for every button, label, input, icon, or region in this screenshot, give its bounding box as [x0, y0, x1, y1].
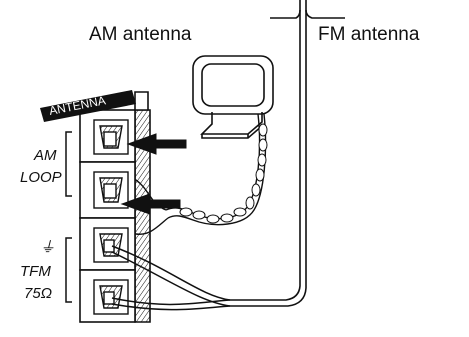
am-label: AM	[33, 147, 57, 164]
am-terminal-bottom	[93, 171, 129, 209]
am-terminal-top	[93, 119, 129, 155]
fm-terminal-signal	[93, 279, 129, 315]
am-antenna-label: AM antenna	[89, 24, 192, 45]
fm-antenna-label: FM antenna	[318, 24, 420, 45]
twisted-wire-beads	[179, 123, 268, 224]
side-brackets	[65, 131, 72, 303]
fm-label: TFM	[20, 263, 51, 280]
impedance-label: 75Ω	[24, 285, 52, 302]
insert-arrow-icon	[120, 133, 187, 215]
ground-symbol: ⏚	[40, 239, 55, 256]
fm-antenna-wire	[230, 0, 345, 307]
fm-lead-wire	[111, 245, 231, 311]
loop-label: LOOP	[20, 169, 62, 186]
am-loop-antenna	[192, 55, 274, 139]
